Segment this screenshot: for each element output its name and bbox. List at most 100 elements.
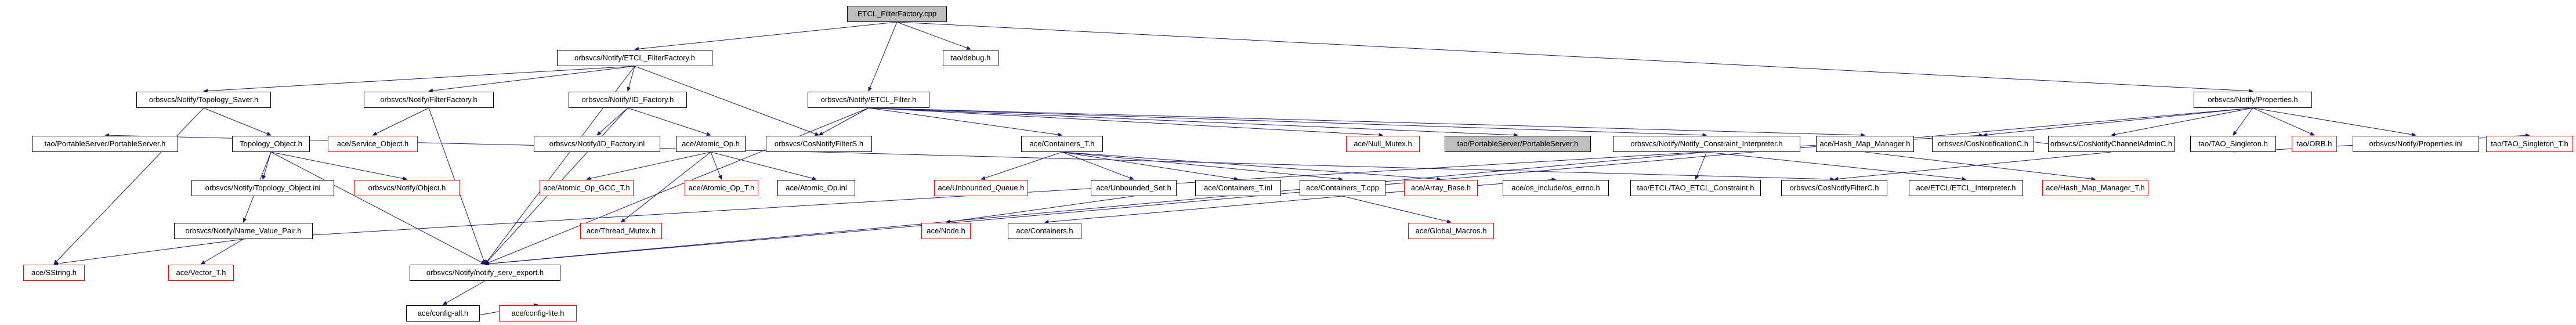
include-edge-cpp-etclfilter — [868, 21, 898, 92]
include-edge-topo_obj-topo_inl — [262, 151, 272, 180]
graph-node-poa2[interactable]: tao/PortableServer/PortableServer.h — [1445, 136, 1591, 152]
include-edge-filterfactory-svc_obj — [372, 107, 429, 136]
include-edge-nvp-vector — [200, 239, 244, 265]
graph-node-export[interactable]: orbsvcs/Notify/notify_serv_export.h — [410, 265, 560, 281]
include-edge-topo_saver-topo_obj — [203, 107, 272, 136]
include-edge-ct_cpp-global — [1342, 196, 1452, 223]
graph-node-cnfs[interactable]: orbsvcs/CosNotifyFilterS.h — [766, 136, 872, 152]
include-edge-nci-etcl_i — [1706, 151, 1967, 181]
graph-node-gcc[interactable]: ace/Atomic_Op_GCC_T.h — [540, 180, 634, 196]
include-edge-containers_t-ct_inl — [1062, 151, 1239, 181]
graph-node-topo_inl[interactable]: orbsvcs/Notify/Topology_Object.inl — [191, 180, 334, 196]
graph-node-nvp[interactable]: orbsvcs/Notify/Name_Value_Pair.h — [174, 223, 313, 239]
graph-node-prop_inl[interactable]: orbsvcs/Notify/Properties.inl — [2353, 136, 2479, 152]
graph-node-etcl_i[interactable]: ace/ETCL/ETCL_Interpreter.h — [1909, 180, 2023, 196]
graph-node-containers[interactable]: ace/Containers.h — [1008, 223, 1081, 239]
include-edge-hmm-hmm_t — [1865, 151, 2096, 181]
graph-node-notify_obj[interactable]: orbsvcs/Notify/Object.h — [354, 180, 460, 196]
include-edge-topo_obj-notify_obj — [270, 151, 408, 181]
graph-node-singleton[interactable]: tao/TAO_Singleton.h — [2190, 136, 2276, 152]
include-edge-containers_t-ubq — [981, 151, 1062, 180]
include-edge-ubs-node — [945, 196, 1134, 224]
graph-node-errno[interactable]: ace/os_include/os_errno.h — [1503, 180, 1609, 196]
graph-node-thread_mutex[interactable]: ace/Thread_Mutex.h — [580, 223, 662, 239]
graph-node-nci[interactable]: orbsvcs/Notify/Notify_Constraint_Interpr… — [1613, 136, 1800, 152]
include-edge-containers_t-ubs — [1062, 151, 1134, 180]
include-edge-cnfs-cnfc — [819, 151, 1835, 182]
include-edge-properties-singleton — [2233, 107, 2253, 136]
graph-node-topo_obj[interactable]: Topology_Object.h — [232, 136, 310, 152]
include-edge-properties-cnc — [1982, 107, 2253, 137]
graph-node-cnca[interactable]: orbsvcs/CosNotifyChannelAdminC.h — [2048, 136, 2175, 152]
graph-node-ct_inl[interactable]: ace/Containers_T.inl — [1195, 180, 1281, 196]
graph-node-ct_cpp[interactable]: ace/Containers_T.cpp — [1300, 180, 1385, 196]
include-edge-atomic-aot — [710, 151, 722, 180]
include-edge-cpp-properties — [896, 21, 2253, 93]
include-edge-export-cfg_all — [442, 280, 486, 305]
graph-node-filterfactory[interactable]: orbsvcs/Notify/FilterFactory.h — [364, 92, 494, 108]
include-edge-etclff_h-filterfactory — [428, 66, 635, 93]
include-edge-etclfilter-cnfs — [818, 107, 869, 136]
graph-node-aot[interactable]: ace/Atomic_Op_T.h — [685, 180, 758, 196]
graph-node-hmm_t[interactable]: ace/Hash_Map_Manager_T.h — [2042, 180, 2148, 196]
include-edge-etclfilter-export — [484, 107, 869, 265]
graph-node-etclfilter[interactable]: orbsvcs/Notify/ETCL_Filter.h — [808, 92, 929, 108]
include-edge-cnca-cnfc — [1833, 151, 2112, 181]
graph-node-array[interactable]: ace/Array_Base.h — [1404, 180, 1478, 196]
graph-node-poa[interactable]: tao/PortableServer/PortableServer.h — [32, 136, 178, 152]
include-edge-idfactory-idf_inl — [596, 107, 628, 136]
include-edge-nvp-sstring — [53, 239, 244, 266]
graph-node-svc_obj[interactable]: ace/Service_Object.h — [328, 136, 418, 152]
graph-node-topo_saver[interactable]: orbsvcs/Notify/Topology_Saver.h — [136, 92, 271, 108]
include-edge-containers_t-array — [1062, 151, 1442, 181]
include-edge-properties-orb — [2252, 107, 2315, 136]
graph-node-debug[interactable]: tao/debug.h — [943, 50, 998, 66]
include-edge-idfactory-atomic — [627, 107, 711, 136]
graph-node-ubs[interactable]: ace/Unbounded_Set.h — [1091, 180, 1177, 196]
include-edge-ct_cpp-containers — [1044, 196, 1343, 224]
include-edge-properties-cnca — [2111, 107, 2253, 137]
include-edge-topo_saver-sstring — [53, 107, 204, 265]
graph-node-cpp[interactable]: ETCL_FilterFactory.cpp — [847, 6, 947, 22]
graph-node-properties[interactable]: orbsvcs/Notify/Properties.h — [2194, 92, 2312, 108]
graph-node-idfactory[interactable]: orbsvcs/Notify/ID_Factory.h — [569, 92, 687, 108]
graph-node-sstring[interactable]: ace/SString.h — [23, 265, 85, 281]
include-edge-etclff_h-cnfs — [634, 66, 820, 136]
include-edge-cpp-etclff_h — [634, 21, 898, 51]
include-edge-cpp-debug — [896, 21, 971, 50]
include-edge-atomic-ao_inl — [710, 151, 817, 180]
graph-node-global[interactable]: ace/Global_Macros.h — [1408, 223, 1494, 239]
include-edge-atomic-gcc — [586, 151, 711, 180]
include-edge-nci-tao_etcl — [1695, 151, 1707, 180]
graph-node-hmm[interactable]: ace/Hash_Map_Manager.h — [1816, 136, 1914, 152]
include-edge-containers_t-ct_cpp — [1062, 151, 1343, 181]
graph-node-cfg_lite[interactable]: ace/config-lite.h — [499, 305, 577, 322]
include-edge-topo_obj-export — [270, 151, 486, 265]
graph-node-null_mutex[interactable]: ace/Null_Mutex.h — [1346, 136, 1420, 152]
graph-node-containers_t[interactable]: ace/Containers_T.h — [1021, 136, 1103, 152]
graph-node-etclff_h[interactable]: orbsvcs/Notify/ETCL_FilterFactory.h — [557, 50, 712, 66]
graph-node-singleton_t[interactable]: tao/TAO_Singleton_T.h — [2486, 136, 2573, 152]
include-edge-atomic-thread_mutex — [620, 151, 711, 223]
include-edge-etclfilter-poa2 — [868, 107, 1518, 138]
graph-node-cfg_all[interactable]: ace/config-all.h — [406, 305, 480, 322]
include-edge-etclfilter-null_mutex — [868, 107, 1384, 138]
include-edge-nci-export — [484, 151, 1707, 266]
graph-node-atomic[interactable]: ace/Atomic_Op.h — [676, 136, 746, 152]
graph-node-vector[interactable]: ace/Vector_T.h — [168, 265, 234, 281]
include-edge-etclfilter-hmm — [868, 107, 1866, 138]
graph-node-tao_etcl[interactable]: tao/ETCL/TAO_ETCL_Constraint.h — [1630, 180, 1761, 196]
include-edge-etclfilter-nci — [868, 107, 1707, 138]
include-edge-properties-prop_inl — [2252, 107, 2416, 137]
graph-node-node[interactable]: ace/Node.h — [921, 223, 971, 239]
graph-node-ao_inl[interactable]: ace/Atomic_Op.inl — [777, 180, 855, 196]
graph-node-cnfc[interactable]: orbsvcs/CosNotifyFilterC.h — [1781, 180, 1887, 196]
graph-node-idf_inl[interactable]: orbsvcs/Notify/ID_Factory.inl — [534, 136, 660, 152]
graph-node-ubq[interactable]: ace/Unbounded_Queue.h — [934, 180, 1028, 196]
graph-node-orb[interactable]: tao/ORB.h — [2292, 136, 2337, 152]
include-edge-etclfilter-containers_t — [868, 107, 1063, 137]
include-edge-etclff_h-idfactory — [627, 66, 635, 92]
graph-node-cnc[interactable]: orbsvcs/CosNotificationC.h — [1932, 136, 2034, 152]
